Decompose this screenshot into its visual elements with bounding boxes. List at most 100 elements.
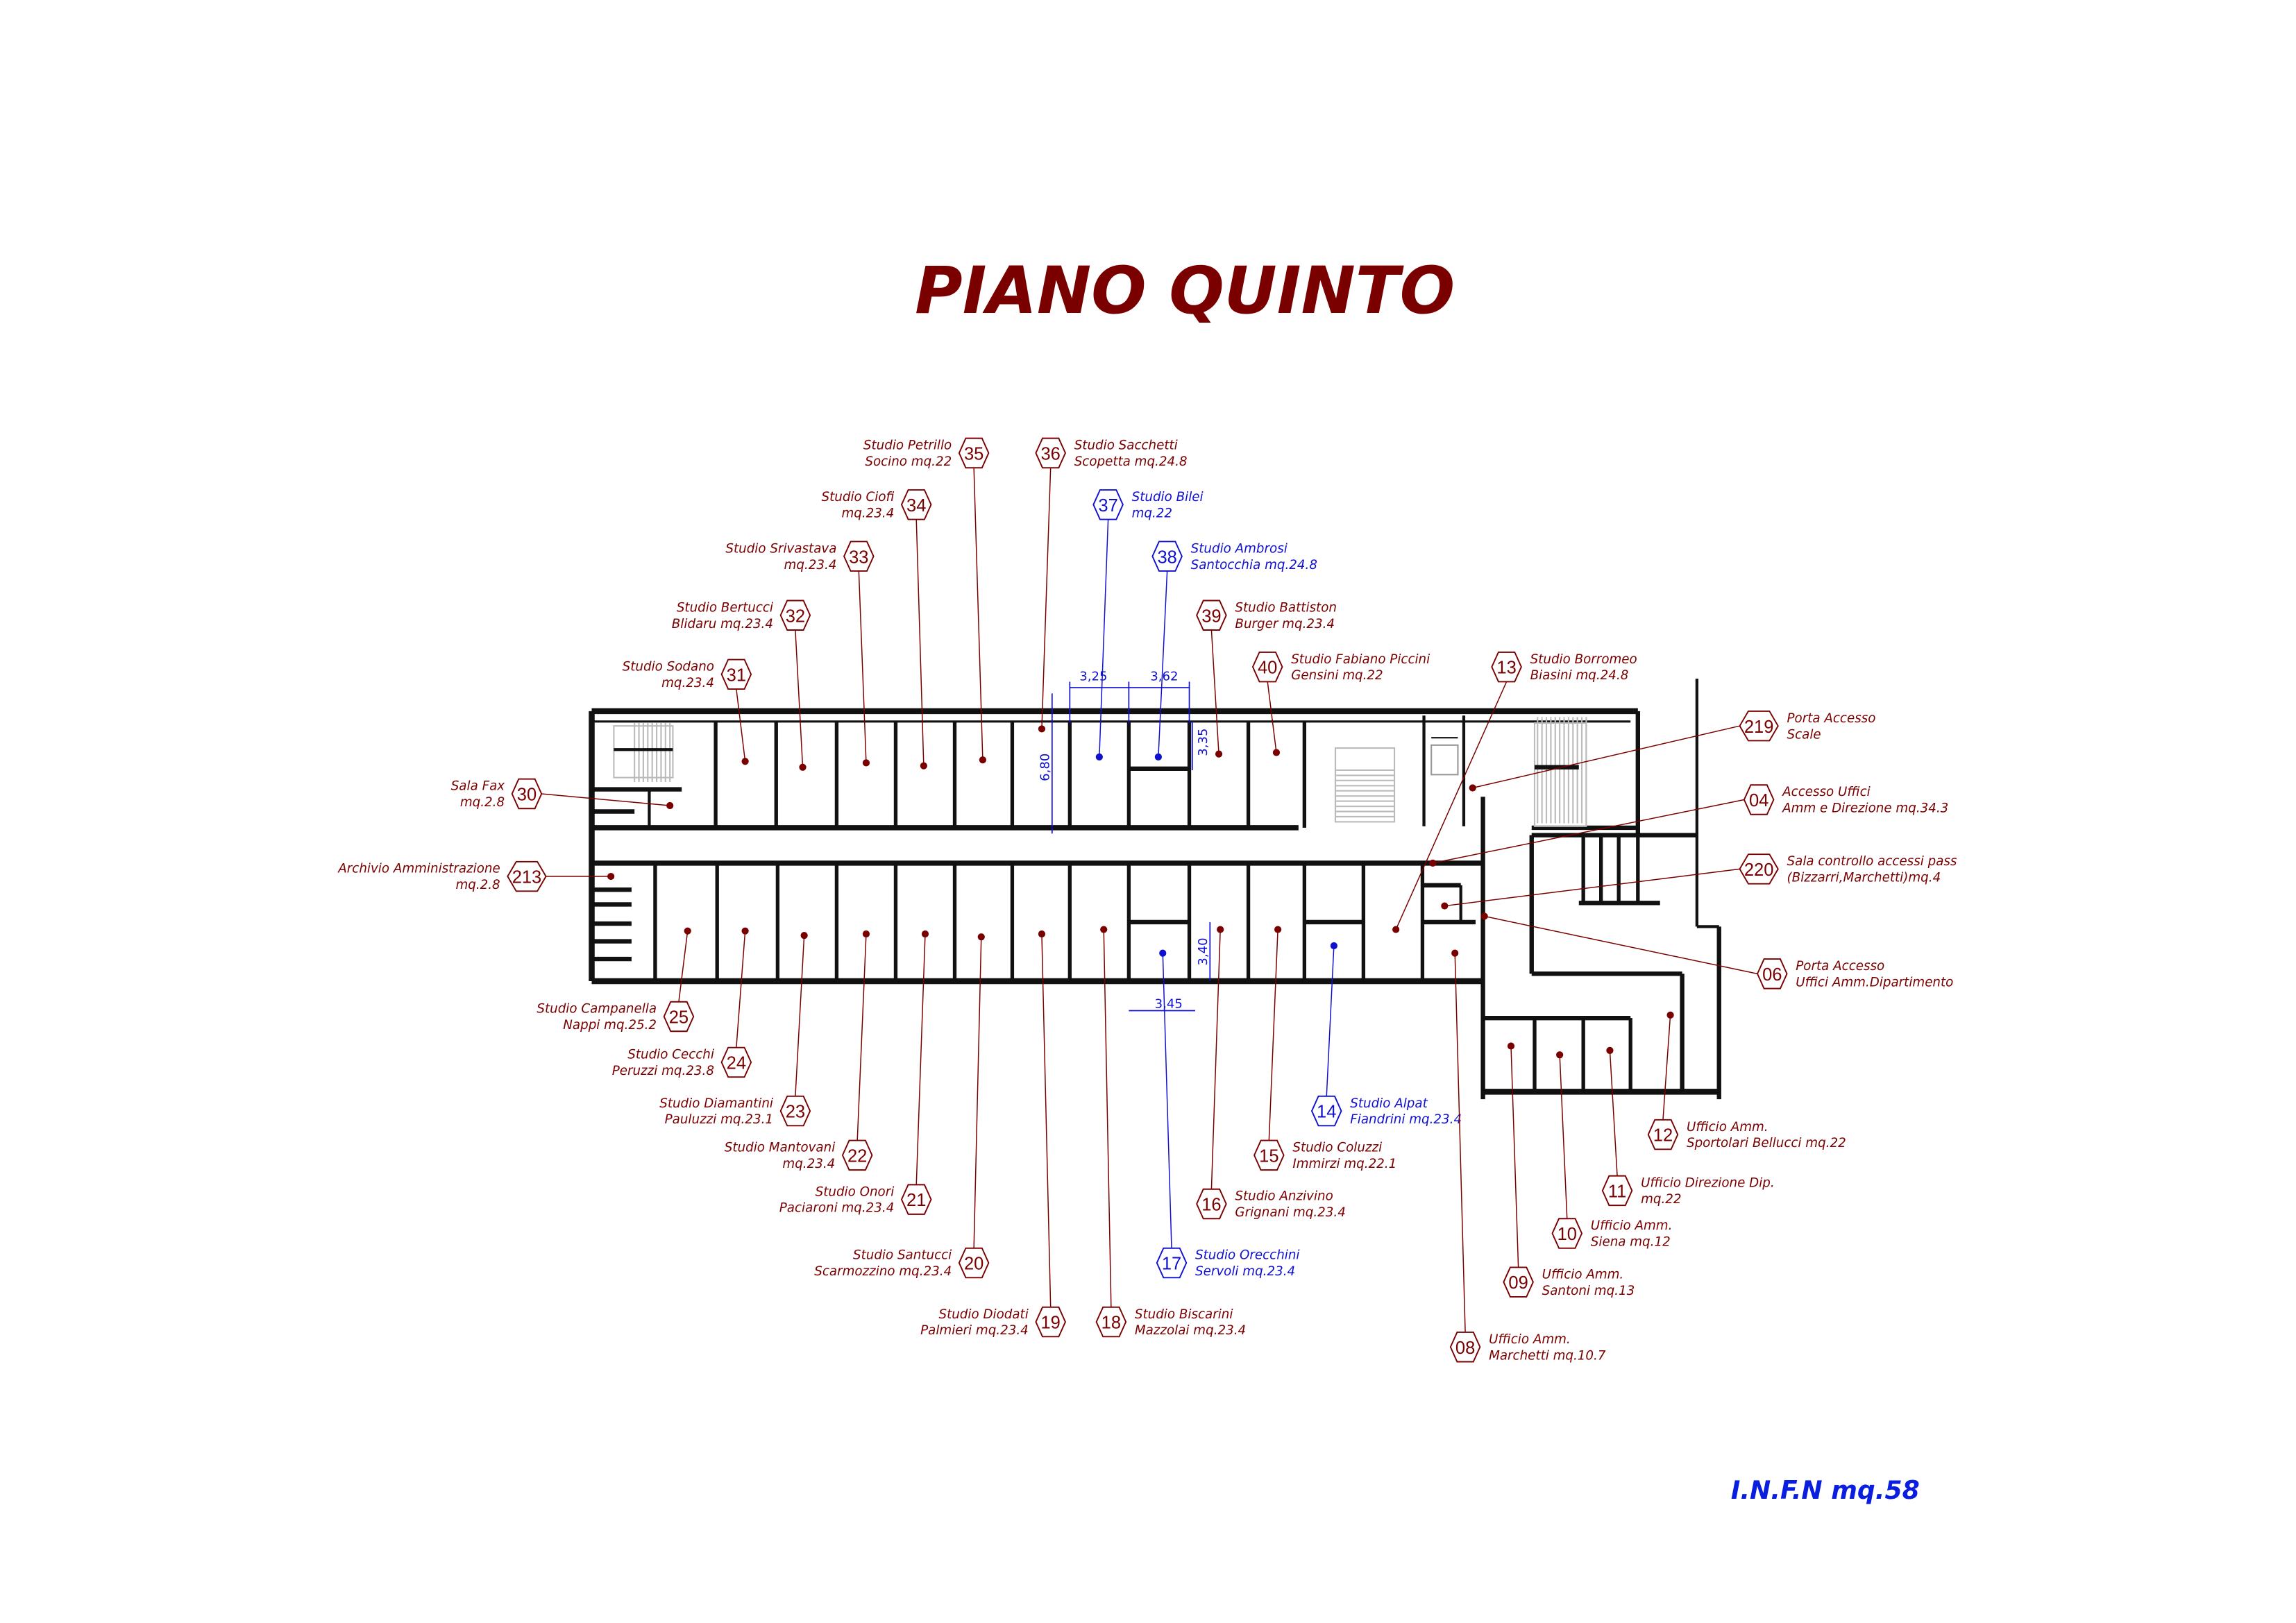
room-number-hexagon	[843, 541, 875, 572]
room-occupant-area: Nappi mq.25.2	[563, 1018, 657, 1033]
room-number: 213	[512, 868, 542, 887]
leader-line	[736, 931, 746, 1048]
room-name: Archivio Amministrazione	[337, 862, 500, 876]
room-number-hexagon	[1035, 437, 1066, 469]
room-marker-dot	[1272, 749, 1281, 756]
room-occupant-area: Siena mq.12	[1591, 1235, 1671, 1250]
room-number: 219	[1744, 717, 1774, 737]
room-number-hexagon	[1035, 1306, 1066, 1338]
room-marker-dot	[921, 930, 929, 938]
room-number-hexagon	[663, 1001, 695, 1033]
room-number-hexagon	[1739, 710, 1779, 742]
room-number-hexagon	[1551, 1218, 1583, 1249]
room-marker-dot	[1392, 926, 1400, 933]
room-number-hexagon	[958, 437, 990, 469]
leader-line	[973, 468, 984, 760]
leader-line	[1210, 929, 1221, 1189]
leader-line	[1662, 1014, 1671, 1120]
room-marker-dot	[1666, 1011, 1674, 1019]
leader-line	[1454, 953, 1466, 1332]
room-number: 17	[1162, 1255, 1181, 1274]
room-number: 09	[1508, 1273, 1528, 1293]
room-number: 37	[1098, 496, 1117, 516]
room-occupant-area: Scarmozzino mq.23.4	[814, 1264, 952, 1279]
room-occupant-area: Immirzi mq.22.1	[1292, 1157, 1396, 1171]
room-marker-dot	[1429, 859, 1437, 867]
room-number: 24	[727, 1053, 746, 1073]
room-occupant-area: mq.23.4	[841, 506, 894, 520]
leader-line	[1609, 1050, 1618, 1176]
room-marker-dot	[1038, 725, 1046, 733]
leader-line	[1395, 681, 1508, 930]
room-name: Studio Santucci	[853, 1248, 952, 1263]
room-occupant-area: Biasini mq.24.8	[1530, 668, 1629, 683]
room-marker-dot	[1159, 949, 1167, 957]
leader-line	[541, 793, 670, 806]
room-marker-dot	[862, 930, 870, 938]
room-occupant-area: (Bizzarri,Marchetti)mq.4	[1787, 870, 1941, 885]
room-name: Studio Petrillo	[863, 439, 952, 453]
room-marker-dot	[862, 759, 870, 767]
leader-line	[678, 931, 689, 1002]
room-name: Studio Borromeo	[1530, 652, 1637, 667]
page-title: PIANO QUINTO	[915, 253, 1455, 329]
room-name: Studio Srivastava	[725, 541, 836, 556]
room-occupant-area: mq.23.4	[784, 558, 837, 572]
room-number-hexagon	[1601, 1175, 1633, 1207]
room-marker-dot	[741, 758, 749, 765]
room-number: 25	[669, 1008, 689, 1028]
room-marker-dot	[1556, 1051, 1564, 1059]
room-name: Studio Campanella	[537, 1002, 657, 1017]
room-name: Studio Cecchi	[627, 1048, 714, 1062]
room-marker-dot	[979, 756, 986, 764]
room-marker-dot	[741, 927, 749, 935]
room-occupant-area: Paciaroni mq.23.4	[779, 1201, 895, 1216]
room-marker-dot	[1217, 926, 1224, 933]
dimension-label: 3,35	[1196, 728, 1210, 756]
leader-line	[1433, 799, 1745, 864]
leader-line	[1444, 868, 1740, 907]
room-name: Studio Ambrosi	[1191, 541, 1288, 556]
room-number: 35	[964, 444, 984, 464]
room-name: Studio Orecchini	[1195, 1248, 1300, 1263]
room-number: 11	[1608, 1182, 1626, 1201]
room-number: 14	[1317, 1103, 1336, 1122]
room-number: 10	[1558, 1225, 1577, 1244]
room-number: 34	[906, 496, 926, 516]
leader-line	[1158, 570, 1168, 757]
leader-line	[1268, 929, 1278, 1141]
room-marker-dot	[1606, 1046, 1614, 1055]
room-number-hexagon	[1310, 1095, 1342, 1127]
room-name: Studio Battiston	[1235, 600, 1337, 615]
room-occupant-area: Gensini mq.22	[1291, 668, 1383, 683]
room-number: 39	[1201, 606, 1221, 626]
room-number: 22	[847, 1146, 867, 1166]
room-name: Studio Sodano	[623, 659, 714, 674]
room-number: 31	[727, 665, 746, 685]
room-number: 20	[964, 1255, 984, 1274]
room-number-hexagon	[841, 1139, 873, 1171]
stair-core	[613, 717, 1587, 827]
dimension-label: 6,80	[1038, 754, 1053, 781]
leader-line	[795, 629, 804, 767]
room-name: Studio Anzivino	[1235, 1189, 1333, 1204]
leader-line	[1103, 929, 1112, 1307]
leader-line	[1267, 681, 1277, 753]
